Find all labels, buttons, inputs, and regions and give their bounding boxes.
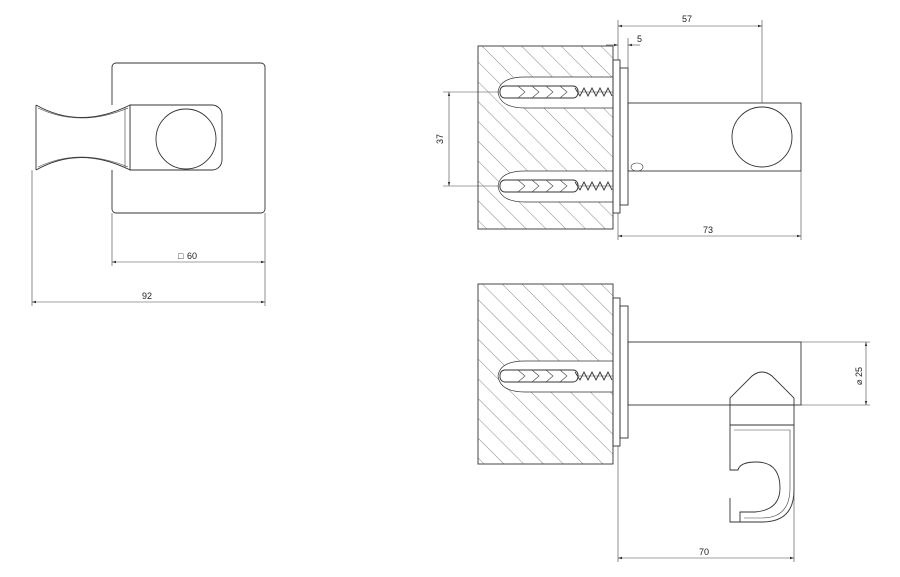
anchor-hole-top	[497, 76, 613, 109]
dim-square-60: □ 60	[111, 213, 266, 266]
dim-92-label: 92	[142, 291, 152, 301]
flange-outer	[612, 59, 621, 214]
side-view-top: 57 5 37 73	[435, 14, 802, 240]
dim-70: 70	[617, 446, 795, 562]
front-grip-bottom-curve	[35, 157, 131, 171]
dim-37: 37	[435, 91, 500, 187]
dim-37-label: 37	[435, 134, 445, 144]
front-view: □ 60 92	[31, 62, 266, 306]
dim-5-label: 5	[637, 34, 642, 44]
screw-anchor-lower	[499, 369, 613, 383]
side-outlet-circle	[731, 106, 793, 168]
front-plate-outline	[111, 62, 266, 214]
side-view-bottom: ⌀ 25 70	[477, 283, 870, 562]
dim-57-label: 57	[682, 14, 692, 24]
diameter-symbol: ⌀	[854, 379, 864, 385]
anchor-hole-bottom	[497, 170, 613, 203]
flange-inner-lower	[619, 305, 629, 439]
dim-73-label: 73	[703, 225, 713, 235]
front-body	[129, 104, 223, 171]
flange-inner	[619, 67, 629, 206]
dim-overall-92: 92	[31, 170, 266, 306]
dim-diameter-25: ⌀ 25	[801, 341, 870, 406]
dim-5: 5	[606, 34, 642, 68]
dim-57: 57	[617, 14, 763, 103]
square-symbol: □	[178, 251, 184, 261]
dim-25-label: 25	[854, 367, 864, 377]
dim-60-label: 60	[187, 251, 197, 261]
anchor-hole-lower	[497, 360, 613, 393]
body-side-top	[627, 102, 802, 172]
flange-outer-lower	[612, 297, 621, 447]
hand-shower-holder	[729, 371, 795, 523]
dim-73: 73	[617, 171, 802, 240]
dim-70-label: 70	[699, 547, 709, 557]
front-grip-top-curve	[35, 104, 131, 118]
body-side-bottom	[627, 341, 802, 406]
front-outlet-circle	[155, 108, 217, 170]
